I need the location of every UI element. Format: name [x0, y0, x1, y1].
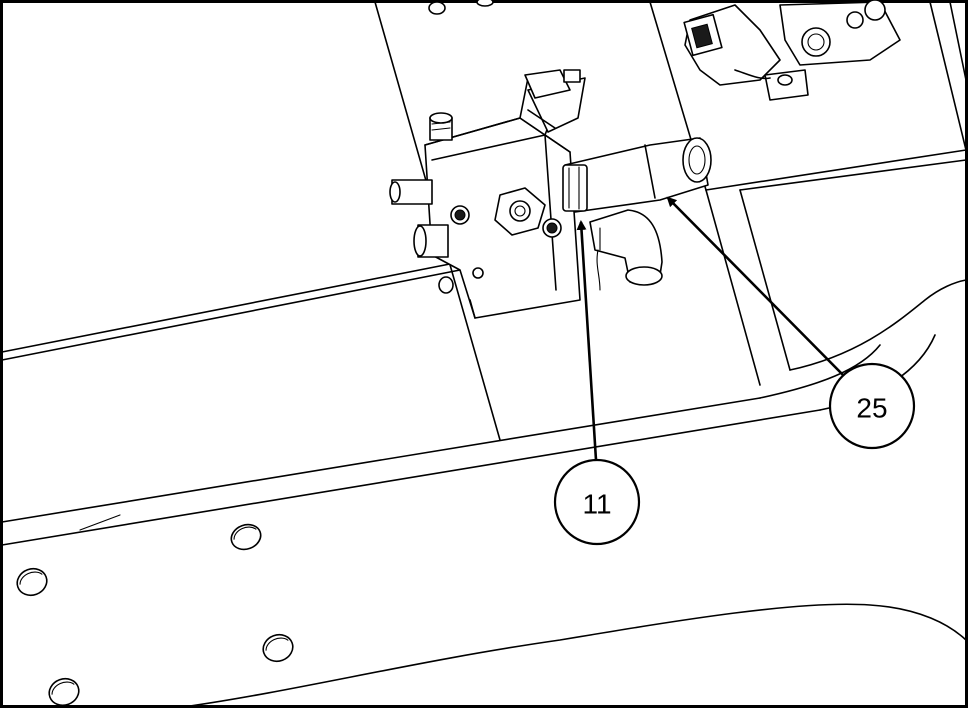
callout-circle-11 [553, 458, 641, 546]
valve-block [389, 69, 586, 319]
top-bolts [428, 0, 494, 15]
callout-25: 25 [666, 196, 916, 450]
leader-line-11 [576, 220, 598, 461]
callout-label-25: 25 [856, 393, 887, 424]
callout-label-11: 11 [582, 489, 611, 520]
panel-holes [16, 523, 294, 707]
pump-assembly [683, 0, 901, 101]
callout-circle-25 [828, 362, 916, 450]
fittings [562, 137, 712, 291]
leader-line-25 [666, 196, 849, 381]
callout-11: 11 [553, 220, 641, 546]
